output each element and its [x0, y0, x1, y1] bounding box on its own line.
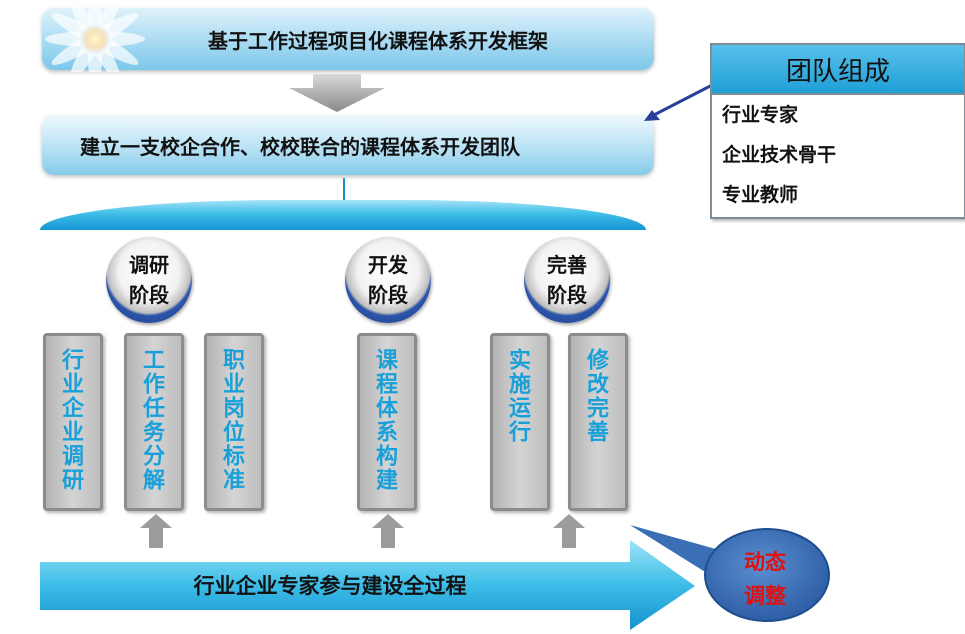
- team-member: 专业教师: [722, 184, 799, 206]
- team-composition-box: 团队组成 行业专家 企业技术骨干 专业教师: [710, 43, 965, 219]
- column-text: 课程体系构建: [372, 348, 397, 492]
- bottom-label: 行业企业专家参与建设全过程: [193, 574, 467, 598]
- callout-bubble-icon: [630, 525, 830, 622]
- stage-label: 阶段: [129, 283, 169, 307]
- stage-label: 完善: [547, 253, 587, 277]
- column-box: 职业岗位标准: [204, 333, 264, 511]
- bar-stem: [343, 178, 345, 202]
- team-banner: 建立一支校企合作、校校联合的课程体系开发团队: [42, 115, 654, 175]
- callout-text: 动态 调整: [720, 545, 810, 613]
- up-arrow-icon: [140, 514, 172, 548]
- column-text: 修改完善: [583, 348, 608, 444]
- team-member: 行业专家: [722, 104, 799, 126]
- stage-bracket-bar: [40, 200, 646, 230]
- column-box: 行业企业调研: [43, 333, 103, 511]
- down-arrow-icon: [287, 74, 387, 116]
- callout-line: 调整: [744, 584, 786, 608]
- stage-label: 开发: [368, 253, 408, 277]
- up-arrow-icon: [372, 514, 404, 548]
- column-text: 职业岗位标准: [219, 348, 244, 492]
- column-text: 实施运行: [505, 348, 530, 444]
- stage-research: 调研 阶段: [106, 237, 192, 323]
- column-box: 实施运行: [490, 333, 550, 511]
- bottom-arrow-icon: [40, 540, 695, 630]
- column-text: 行业企业调研: [58, 348, 83, 492]
- stage-label: 阶段: [368, 283, 408, 307]
- column-text: 工作任务分解: [139, 348, 164, 492]
- stage-label: 阶段: [547, 283, 587, 307]
- column-box: 工作任务分解: [124, 333, 184, 511]
- stage-label: 调研: [129, 253, 169, 277]
- callout-line: 动态: [744, 550, 786, 574]
- team-banner-text: 建立一支校企合作、校校联合的课程体系开发团队: [80, 134, 520, 159]
- stage-development: 开发 阶段: [345, 237, 431, 323]
- column-box: 课程体系构建: [357, 333, 417, 511]
- stage-improvement: 完善 阶段: [524, 237, 610, 323]
- team-member: 企业技术骨干: [722, 144, 837, 166]
- flower-decoration-icon: [40, 6, 160, 72]
- framework-title: 基于工作过程项目化课程体系开发框架: [208, 28, 548, 53]
- connector-arrow-icon: [644, 80, 719, 121]
- column-box: 修改完善: [568, 333, 628, 511]
- up-arrow-icon: [553, 514, 585, 548]
- team-title: 团队组成: [712, 45, 964, 95]
